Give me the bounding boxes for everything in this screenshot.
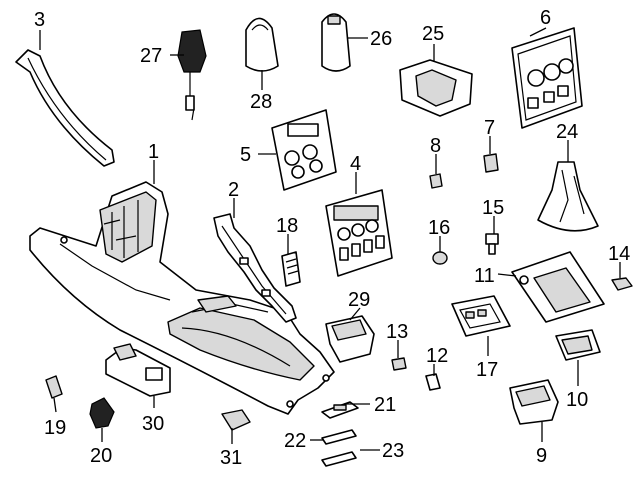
part-6-switch-panel [511,27,583,129]
callout-19: 19 [44,417,66,439]
callout-21: 21 [374,394,396,416]
part-18-grille [281,251,301,287]
callout-23: 23 [382,440,404,462]
part-9-tray [509,379,559,425]
callout-22: 22 [284,430,306,452]
part-22-mat [321,429,357,445]
part-19-clip [45,375,63,399]
callout-15: 15 [482,197,504,219]
part-24-shift-boot [537,161,599,232]
part-28-shift-knob [245,17,279,72]
callout-2: 2 [228,179,239,201]
callout-9: 9 [536,445,547,467]
callout-18: 18 [276,215,298,237]
part-20-boot [89,397,115,429]
callout-1: 1 [148,141,159,163]
callout-14: 14 [608,243,630,265]
part-5-trim-panel [271,109,337,191]
part-25-boot-cover [399,59,473,117]
part-16-plug [432,251,448,265]
part-15-fastener [485,233,499,255]
callout-13: 13 [386,321,408,343]
callout-27: 27 [140,45,162,67]
callout-17: 17 [476,359,498,381]
part-17-bezel [451,295,511,337]
callout-5: 5 [240,144,251,166]
part-14-cap [611,277,633,291]
callout-28: 28 [250,91,272,113]
part-27-shift-knob-lever [177,29,207,121]
part-10-small-tray [555,329,601,361]
part-11-shift-trim [511,251,605,323]
callout-24: 24 [556,121,578,143]
callout-25: 25 [422,23,444,45]
part-30-holder [105,343,171,397]
callout-3: 3 [34,9,45,31]
callout-31: 31 [220,447,242,469]
callout-29: 29 [348,289,370,311]
callout-12: 12 [426,345,448,367]
part-21-insert [321,401,359,419]
part-26-shift-knob [321,13,351,72]
callout-20: 20 [90,445,112,467]
part-8-clip [429,173,443,189]
leader-lines [39,27,621,451]
callout-7: 7 [484,117,495,139]
callout-10: 10 [566,389,588,411]
part-29-tray [325,315,375,363]
part-23-mat [321,451,357,467]
part-1-center-console [29,181,335,415]
part-31-cover [221,409,251,431]
part-3-trim-strip [15,49,115,167]
callout-8: 8 [430,135,441,157]
callout-16: 16 [428,217,450,239]
callout-4: 4 [350,153,361,175]
part-13-cap [391,357,407,371]
callout-30: 30 [142,413,164,435]
callout-6: 6 [540,7,551,29]
part-12-clip [425,373,441,391]
part-2-bracket [213,213,297,323]
callout-11: 11 [474,265,495,287]
callout-labels: 3 1 2 27 28 26 25 6 5 4 8 7 24 18 16 15 … [34,7,630,469]
part-4-control-panel [325,189,393,277]
callout-26: 26 [370,28,392,50]
part-7-button [483,153,499,173]
